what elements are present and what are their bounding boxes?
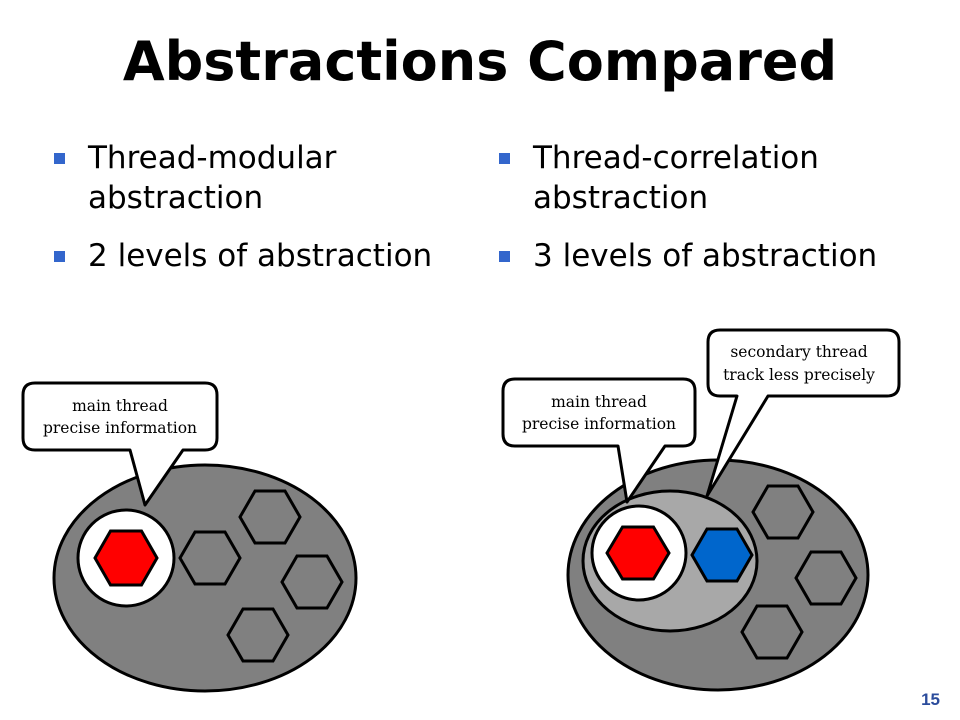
left-bullet-2: 2 levels of abstraction (52, 236, 492, 276)
bullet-square-icon (499, 251, 510, 262)
left-bullet-list: Thread-modular abstraction 2 levels of a… (52, 138, 492, 294)
page-number: 15 (921, 690, 940, 709)
left-diagram: main thread precise information (21, 381, 358, 693)
left-thread-hexagon (280, 554, 344, 610)
left-main-thread-hexagon (93, 529, 159, 587)
right-main-callout-bubble (501, 377, 697, 504)
left-thread-hexagon (226, 607, 290, 663)
left-thread-hexagon (238, 489, 302, 545)
right-secondary-thread-hexagon (690, 527, 754, 583)
right-main-callout-line1: main thread (551, 393, 647, 411)
right-main-thread-hexagon (605, 525, 671, 581)
right-thread-hexagon (751, 484, 815, 540)
right-bullet-2: 3 levels of abstraction (497, 236, 937, 276)
left-callout-line1: main thread (72, 397, 168, 415)
right-secondary-callout-line2: track less precisely (723, 366, 875, 384)
left-bullet-1: Thread-modular abstraction (52, 138, 492, 218)
right-secondary-callout-line1: secondary thread (730, 343, 867, 361)
left-bullet-1-text: Thread-modular abstraction (88, 140, 337, 216)
right-bullet-1-text: Thread-correlation abstraction (533, 140, 819, 216)
bullet-square-icon (499, 153, 510, 164)
right-diagram: main thread precise information secondar… (501, 328, 901, 692)
right-bullet-list: Thread-correlation abstraction 3 levels … (497, 138, 937, 294)
right-bullet-2-text: 3 levels of abstraction (533, 238, 878, 274)
left-bullet-2-text: 2 levels of abstraction (88, 238, 433, 274)
right-thread-hexagon (794, 550, 858, 606)
slide-title: Abstractions Compared (122, 30, 838, 93)
left-callout-line2: precise information (43, 419, 197, 437)
right-thread-hexagon (740, 604, 804, 660)
right-bullet-1: Thread-correlation abstraction (497, 138, 937, 218)
right-main-callout-line2: precise information (522, 415, 676, 433)
left-callout-bubble (21, 381, 219, 507)
bullet-square-icon (54, 251, 65, 262)
left-thread-hexagon (178, 530, 242, 586)
bullet-square-icon (54, 153, 65, 164)
right-secondary-callout-bubble (705, 328, 901, 498)
